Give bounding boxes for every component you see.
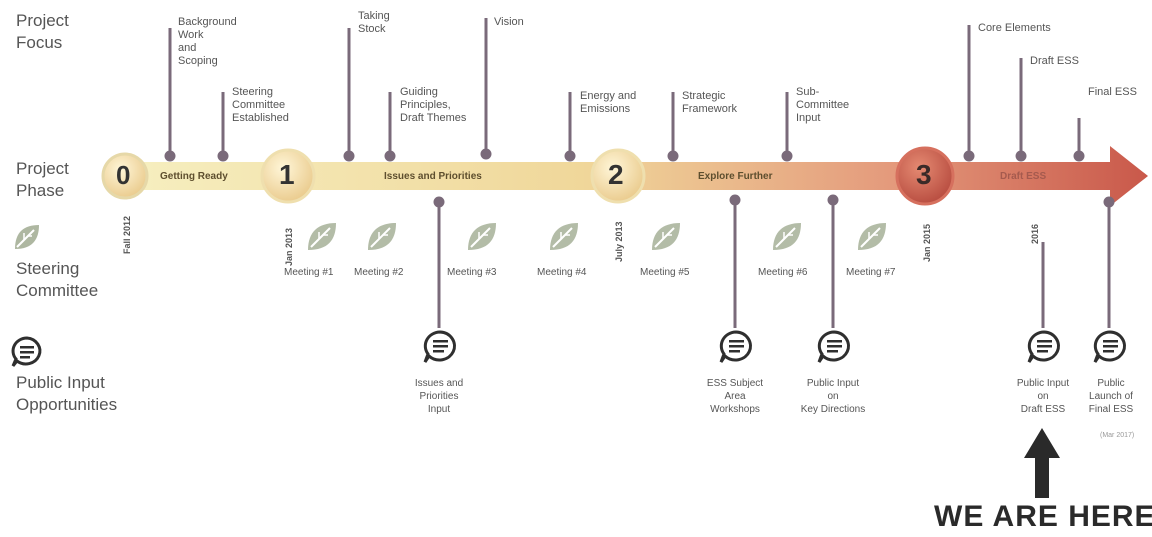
focus-vision: Vision — [494, 16, 524, 28]
meeting-3: Meeting #3 — [447, 267, 497, 278]
pi-ess-workshops: ESS Subject Area Workshops — [706, 378, 764, 415]
focus-stems — [164, 18, 1085, 162]
phase-1-label: Issues and Priorities — [384, 171, 482, 182]
focus-core-elements: Core Elements — [978, 22, 1051, 34]
focus-steering-established: Steering Committee Established — [232, 86, 289, 124]
focus-subcommittee-input: Sub- Committee Input — [796, 86, 850, 124]
we-are-here-text: WE ARE HERE — [934, 500, 1152, 533]
pi-key-directions: Public Input on Key Directions — [800, 378, 866, 415]
pi-draft-ess: Public Input on Draft ESS — [1016, 378, 1070, 415]
public-input-speech-icon — [11, 336, 42, 367]
meeting-5: Meeting #5 — [640, 267, 690, 278]
steering-committee-label: Steering Committee — [16, 259, 99, 300]
focus-background-work: Background Work and Scoping — [178, 16, 237, 67]
phase-0-circle — [101, 152, 149, 200]
focus-final-ess: Final ESS — [1088, 86, 1137, 98]
phase-3-label: Draft ESS — [1000, 171, 1047, 182]
project-phase-label: Project Phase — [16, 159, 69, 200]
focus-draft-ess: Draft ESS — [1030, 55, 1079, 67]
phase-1-number: 1 — [279, 159, 295, 190]
focus-strategic-framework: Strategic Framework — [682, 90, 738, 115]
meeting-2: Meeting #2 — [354, 267, 404, 278]
focus-energy-emissions: Energy and Emissions — [580, 90, 637, 115]
phase-1-circle — [260, 148, 316, 204]
public-input-label: Public Input Opportunities — [16, 373, 118, 414]
we-are-here-arrow-icon — [1024, 428, 1060, 498]
meeting-4: Meeting #4 — [537, 267, 587, 278]
phase-2-label: Explore Further — [698, 171, 773, 182]
public-input-stems — [423, 194, 1126, 364]
focus-taking-stock: Taking Stock — [358, 10, 390, 35]
phase-0-number: 0 — [116, 160, 131, 190]
timeline-arrow — [101, 146, 1148, 206]
phase-0-label: Getting Ready — [160, 171, 228, 182]
project-focus-label: Project Focus — [16, 11, 69, 52]
small-note: (Mar 2017) — [1100, 432, 1135, 439]
focus-guiding-principles: Guiding Principles, Draft Themes — [400, 86, 467, 124]
phase-3-number: 3 — [916, 159, 932, 190]
meeting-6: Meeting #6 — [758, 267, 808, 278]
steering-leaf-icon — [15, 225, 39, 249]
meeting-1: Meeting #1 — [284, 267, 334, 278]
phase-2-number: 2 — [608, 159, 624, 190]
pi-issues-priorities: Issues and Priorities Input — [414, 378, 464, 415]
phase-3-circle — [895, 146, 955, 206]
pi-final-ess-launch: Public Launch of Final ESS — [1088, 378, 1134, 415]
phase-2-circle — [590, 148, 646, 204]
meeting-7: Meeting #7 — [846, 267, 896, 278]
